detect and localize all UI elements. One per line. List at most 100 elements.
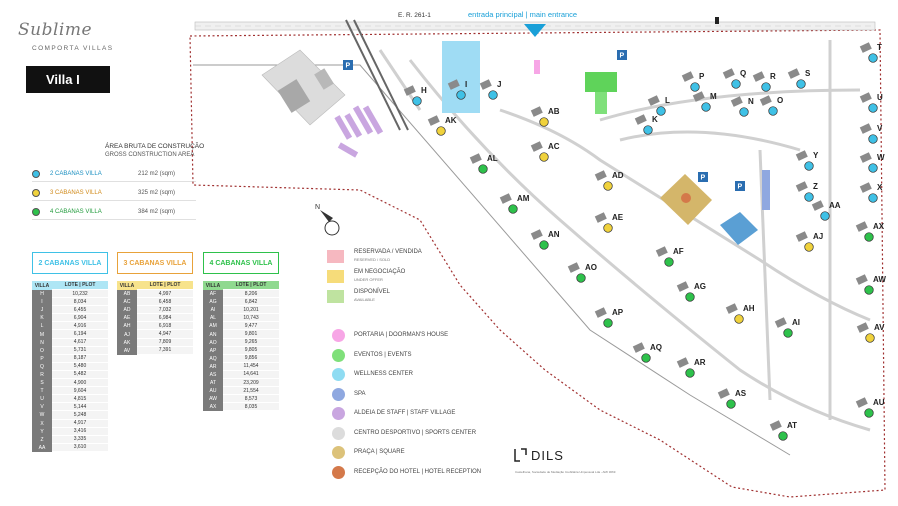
villa-marker-al[interactable]: AL — [469, 153, 498, 174]
villa-marker-ac[interactable]: AC — [530, 141, 560, 162]
villa-dot[interactable] — [761, 82, 771, 92]
villa-label: AB — [548, 107, 560, 116]
villa-marker-m[interactable]: M — [692, 91, 717, 112]
villa-dot[interactable] — [868, 134, 878, 144]
villa-marker-h[interactable]: H — [403, 85, 427, 106]
villa-marker-o[interactable]: O — [759, 95, 783, 116]
villa-marker-aq[interactable]: AQ — [632, 342, 662, 363]
entrance-marker-icon[interactable] — [524, 24, 546, 37]
villa-dot[interactable] — [865, 333, 875, 343]
villa-marker-r[interactable]: R — [752, 71, 776, 92]
villa-dot[interactable] — [539, 240, 549, 250]
villa-dot[interactable] — [539, 152, 549, 162]
villa-marker-av[interactable]: AV — [856, 322, 885, 343]
villa-dot[interactable] — [576, 273, 586, 283]
villa-marker-l[interactable]: L — [647, 95, 670, 116]
villa-dot[interactable] — [820, 211, 830, 221]
villa-dot[interactable] — [508, 204, 518, 214]
wellness-center[interactable] — [442, 41, 480, 113]
villa-dot[interactable] — [539, 117, 549, 127]
sports-center[interactable] — [261, 49, 346, 126]
villa-marker-y[interactable]: Y — [795, 150, 819, 171]
villa-dot[interactable] — [783, 328, 793, 338]
villa-marker-i[interactable]: I — [447, 79, 467, 100]
villa-marker-ap[interactable]: AP — [594, 307, 624, 328]
villa-dot[interactable] — [796, 79, 806, 89]
villa-dot[interactable] — [868, 103, 878, 113]
villa-dot[interactable] — [436, 126, 446, 136]
villa-dot[interactable] — [739, 107, 749, 117]
villa-dot[interactable] — [868, 163, 878, 173]
villa-marker-as[interactable]: AS — [717, 388, 747, 409]
villa-dot[interactable] — [778, 431, 788, 441]
villa-marker-u[interactable]: U — [859, 92, 883, 113]
villa-marker-ah[interactable]: AH — [725, 303, 755, 324]
villa-dot[interactable] — [804, 161, 814, 171]
villa-marker-q[interactable]: Q — [722, 68, 746, 89]
villa-marker-p[interactable]: P — [681, 71, 705, 92]
villa-dot[interactable] — [656, 106, 666, 116]
villa-marker-z[interactable]: Z — [795, 181, 818, 202]
events-area[interactable] — [585, 72, 617, 114]
villa-marker-ad[interactable]: AD — [594, 170, 624, 191]
villa-marker-ab[interactable]: AB — [530, 106, 560, 127]
villa-dot[interactable] — [664, 257, 674, 267]
villa-marker-k[interactable]: K — [634, 114, 658, 135]
villa-marker-ax[interactable]: AX — [855, 221, 885, 242]
villa-marker-ak[interactable]: AK — [427, 115, 457, 136]
hotel-reception[interactable] — [681, 193, 691, 203]
villa-marker-af[interactable]: AF — [655, 246, 684, 267]
staff-village[interactable] — [334, 105, 384, 158]
villa-marker-t[interactable]: T — [859, 42, 882, 63]
spa-annex[interactable] — [762, 170, 770, 210]
villa-dot[interactable] — [603, 223, 613, 233]
villa-marker-aw[interactable]: AW — [855, 274, 887, 295]
villa-dot[interactable] — [864, 232, 874, 242]
villa-marker-w[interactable]: W — [859, 152, 885, 173]
villa-marker-n[interactable]: N — [730, 96, 754, 117]
villa-marker-j[interactable]: J — [479, 79, 502, 100]
doorman-house[interactable] — [534, 60, 540, 74]
villa-dot[interactable] — [864, 408, 874, 418]
villa-marker-v[interactable]: V — [859, 123, 883, 144]
villa-marker-s[interactable]: S — [787, 68, 811, 89]
villa-marker-an[interactable]: AN — [530, 229, 560, 250]
villa-marker-ai[interactable]: AI — [774, 317, 800, 338]
plot-size: 4,617 — [52, 338, 108, 347]
villa-dot[interactable] — [685, 368, 695, 378]
villa-dot[interactable] — [734, 314, 744, 324]
villa-marker-at[interactable]: AT — [769, 420, 797, 441]
square[interactable] — [660, 174, 712, 225]
villa-marker-aj[interactable]: AJ — [795, 231, 823, 252]
villa-dot[interactable] — [768, 106, 778, 116]
villa-marker-am[interactable]: AM — [499, 193, 530, 214]
villa-dot[interactable] — [701, 102, 711, 112]
villa-dot[interactable] — [726, 399, 736, 409]
villa-dot[interactable] — [456, 90, 466, 100]
villa-dot[interactable] — [731, 79, 741, 89]
villa-marker-ao[interactable]: AO — [567, 262, 597, 283]
villa-dot[interactable] — [804, 242, 814, 252]
villa-dot[interactable] — [685, 292, 695, 302]
villa-marker-au[interactable]: AU — [855, 397, 885, 418]
villa-marker-aa[interactable]: AA — [811, 200, 841, 221]
villa-marker-ar[interactable]: AR — [676, 357, 706, 378]
villa-dot[interactable] — [643, 125, 653, 135]
villa-marker-ae[interactable]: AE — [594, 212, 624, 233]
villa-marker-x[interactable]: X — [859, 182, 883, 203]
villa-dot[interactable] — [603, 181, 613, 191]
villa-dot[interactable] — [690, 82, 700, 92]
villa-dot[interactable] — [864, 285, 874, 295]
villa-dot[interactable] — [804, 192, 814, 202]
plot-size: 23,209 — [223, 379, 279, 388]
villa-dot[interactable] — [478, 164, 488, 174]
villa-marker-ag[interactable]: AG — [676, 281, 706, 302]
villa-dot[interactable] — [412, 96, 422, 106]
villa-dot[interactable] — [641, 353, 651, 363]
villa-dot[interactable] — [868, 193, 878, 203]
villa-dot[interactable] — [603, 318, 613, 328]
villa-dot[interactable] — [868, 53, 878, 63]
spa[interactable] — [720, 212, 758, 245]
villa-dot[interactable] — [488, 90, 498, 100]
